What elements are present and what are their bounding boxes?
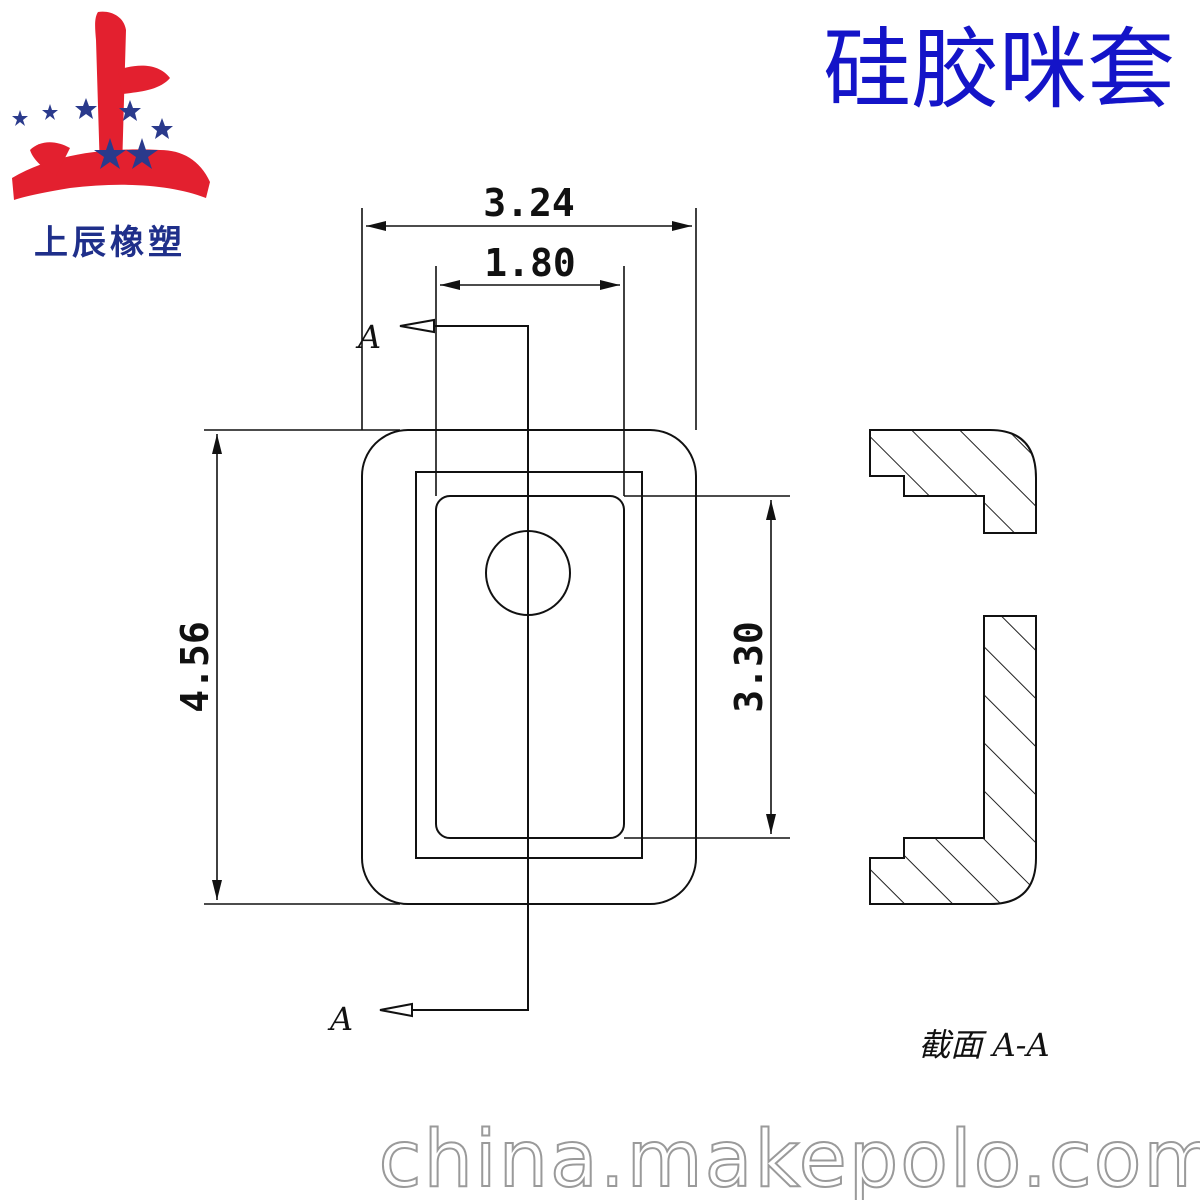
section-view (869, 429, 1037, 905)
watermark-text: china.makepolo.com (379, 1115, 1200, 1200)
page-title: 硅胶咪套 (823, 18, 1175, 121)
dimension-lines (204, 208, 790, 905)
logo-stars-icon (12, 98, 173, 169)
section-lower-profile (869, 615, 1037, 905)
dim-inner-height: 3.30 (727, 621, 771, 713)
company-logo: 上辰橡塑 (12, 11, 210, 263)
inner-opening-outline (435, 495, 625, 839)
section-marker-bottom: A (327, 1000, 353, 1038)
section-upper-profile (869, 429, 1037, 534)
dim-outer-width: 3.24 (483, 181, 575, 225)
section-line (379, 318, 529, 1018)
dim-outer-height: 4.56 (173, 621, 217, 713)
dim-inner-width: 1.80 (484, 241, 576, 285)
logo-glyph-icon (12, 11, 210, 200)
logo-caption: 上辰橡塑 (34, 223, 186, 263)
section-caption: 截面 A-A (918, 1026, 1049, 1064)
section-marker-top: A (355, 318, 381, 356)
